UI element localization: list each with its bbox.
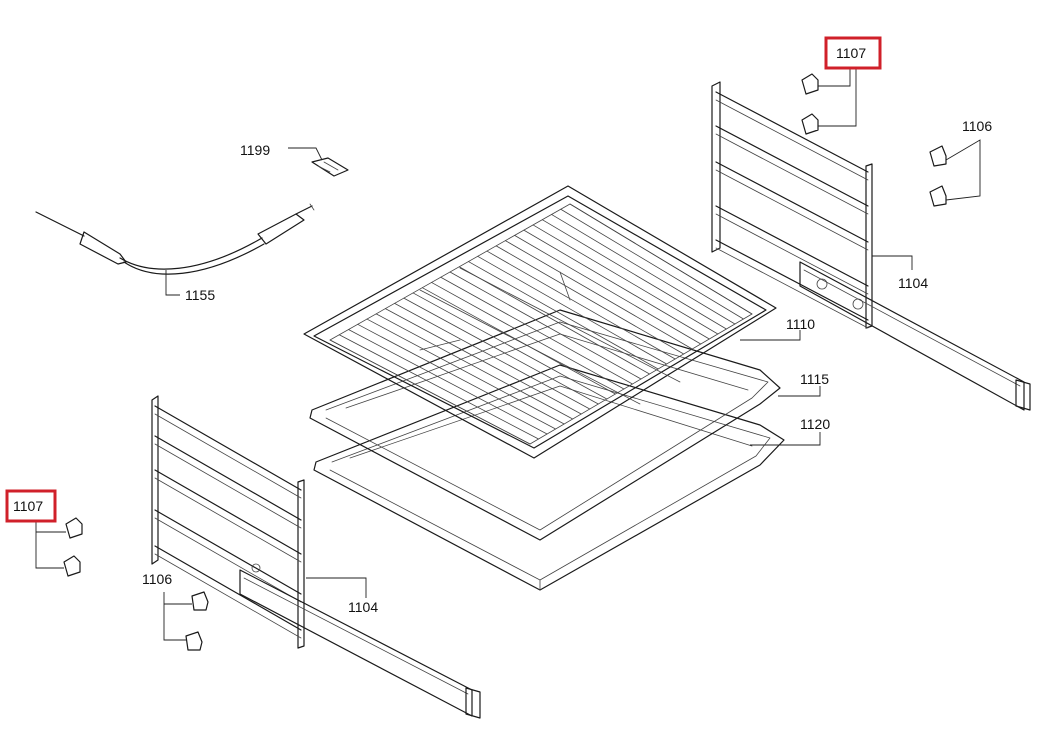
line-segment xyxy=(338,334,539,440)
right-rail-rungs xyxy=(715,91,869,329)
right-hooks-label: 1106 xyxy=(962,118,992,134)
line-segment xyxy=(154,443,302,529)
left-clips[interactable] xyxy=(63,517,83,577)
line-segment xyxy=(357,323,557,430)
line-segment xyxy=(715,247,869,329)
line-segment xyxy=(551,214,736,325)
line-segment xyxy=(715,133,869,215)
right-clip-label: 1107 xyxy=(836,45,866,61)
right-clips-leader-2 xyxy=(818,68,857,127)
deep-tray[interactable] xyxy=(313,364,785,591)
wire-rack-label: 1110 xyxy=(786,316,815,332)
right-side-rail[interactable] xyxy=(711,81,1031,411)
baking-tray-leader xyxy=(778,386,821,397)
meat-probe-leader xyxy=(165,270,180,296)
line-segment xyxy=(403,297,599,405)
line-segment xyxy=(154,553,302,639)
line-segment xyxy=(495,245,685,355)
line-segment xyxy=(154,509,302,595)
line-segment xyxy=(440,276,633,385)
line-segment xyxy=(154,435,302,521)
line-segment xyxy=(394,302,591,410)
left-clips-leader xyxy=(35,522,64,569)
line-segment xyxy=(154,469,302,555)
line-segment xyxy=(715,161,869,243)
line-segment xyxy=(715,99,869,181)
right-hooks-leader xyxy=(945,139,981,201)
line-segment xyxy=(715,205,869,287)
line-segment xyxy=(560,208,744,320)
sensor-clip-label: 1199 xyxy=(240,142,270,158)
line-segment xyxy=(468,261,659,370)
sensor-clip-leader xyxy=(288,147,323,161)
line-segment xyxy=(154,405,302,491)
line-segment xyxy=(419,289,641,405)
line-segment xyxy=(458,266,650,375)
left-hooks-label: 1106 xyxy=(142,571,172,587)
line-segment xyxy=(477,255,668,365)
right-hooks[interactable] xyxy=(929,145,947,207)
left-rail-rungs xyxy=(154,405,302,639)
line-segment xyxy=(514,234,702,345)
left-clip-highlight-box xyxy=(5,489,57,523)
line-segment xyxy=(449,271,642,380)
line-segment xyxy=(715,169,869,251)
right-clips-leader xyxy=(818,68,851,87)
left-rail-label: 1104 xyxy=(348,599,378,615)
line-segment xyxy=(504,240,693,350)
left-side-rail[interactable] xyxy=(151,395,481,719)
left-hooks[interactable] xyxy=(185,591,209,651)
baking-tray-label: 1115 xyxy=(800,371,829,387)
wire-rack[interactable] xyxy=(303,185,777,459)
line-segment xyxy=(715,213,869,295)
line-segment xyxy=(523,229,710,340)
line-segment xyxy=(715,239,869,321)
line-segment xyxy=(715,125,869,207)
deep-tray-leader xyxy=(750,432,821,446)
line-segment xyxy=(715,91,869,173)
deep-tray-label: 1120 xyxy=(800,416,830,432)
line-segment xyxy=(366,318,565,425)
line-segment xyxy=(329,339,531,445)
line-segment xyxy=(412,292,608,400)
left-clip-label: 1107 xyxy=(13,498,43,514)
line-segment xyxy=(569,203,753,315)
sensor-clip[interactable] xyxy=(311,157,349,177)
right-rail-label: 1104 xyxy=(898,275,928,291)
right-clip-highlight-box xyxy=(824,36,882,70)
line-segment xyxy=(541,219,727,330)
line-segment xyxy=(154,477,302,563)
meat-probe[interactable] xyxy=(35,203,315,275)
line-segment xyxy=(348,329,548,435)
left-hooks-leader xyxy=(163,592,186,641)
line-segment xyxy=(486,250,676,360)
left-rail-leader xyxy=(306,577,367,598)
line-segment xyxy=(384,308,582,415)
line-segment xyxy=(459,267,681,383)
line-segment xyxy=(154,517,302,603)
line-segment xyxy=(532,224,719,335)
meat-probe-label: 1155 xyxy=(185,287,215,303)
line-segment xyxy=(154,413,302,499)
right-rail-leader xyxy=(872,255,913,270)
rack-bars xyxy=(329,203,753,445)
line-segment xyxy=(154,545,302,631)
line-segment xyxy=(375,313,574,420)
right-clips[interactable] xyxy=(801,73,819,135)
wire-rack-leader xyxy=(740,330,801,341)
line-segment xyxy=(431,282,625,390)
